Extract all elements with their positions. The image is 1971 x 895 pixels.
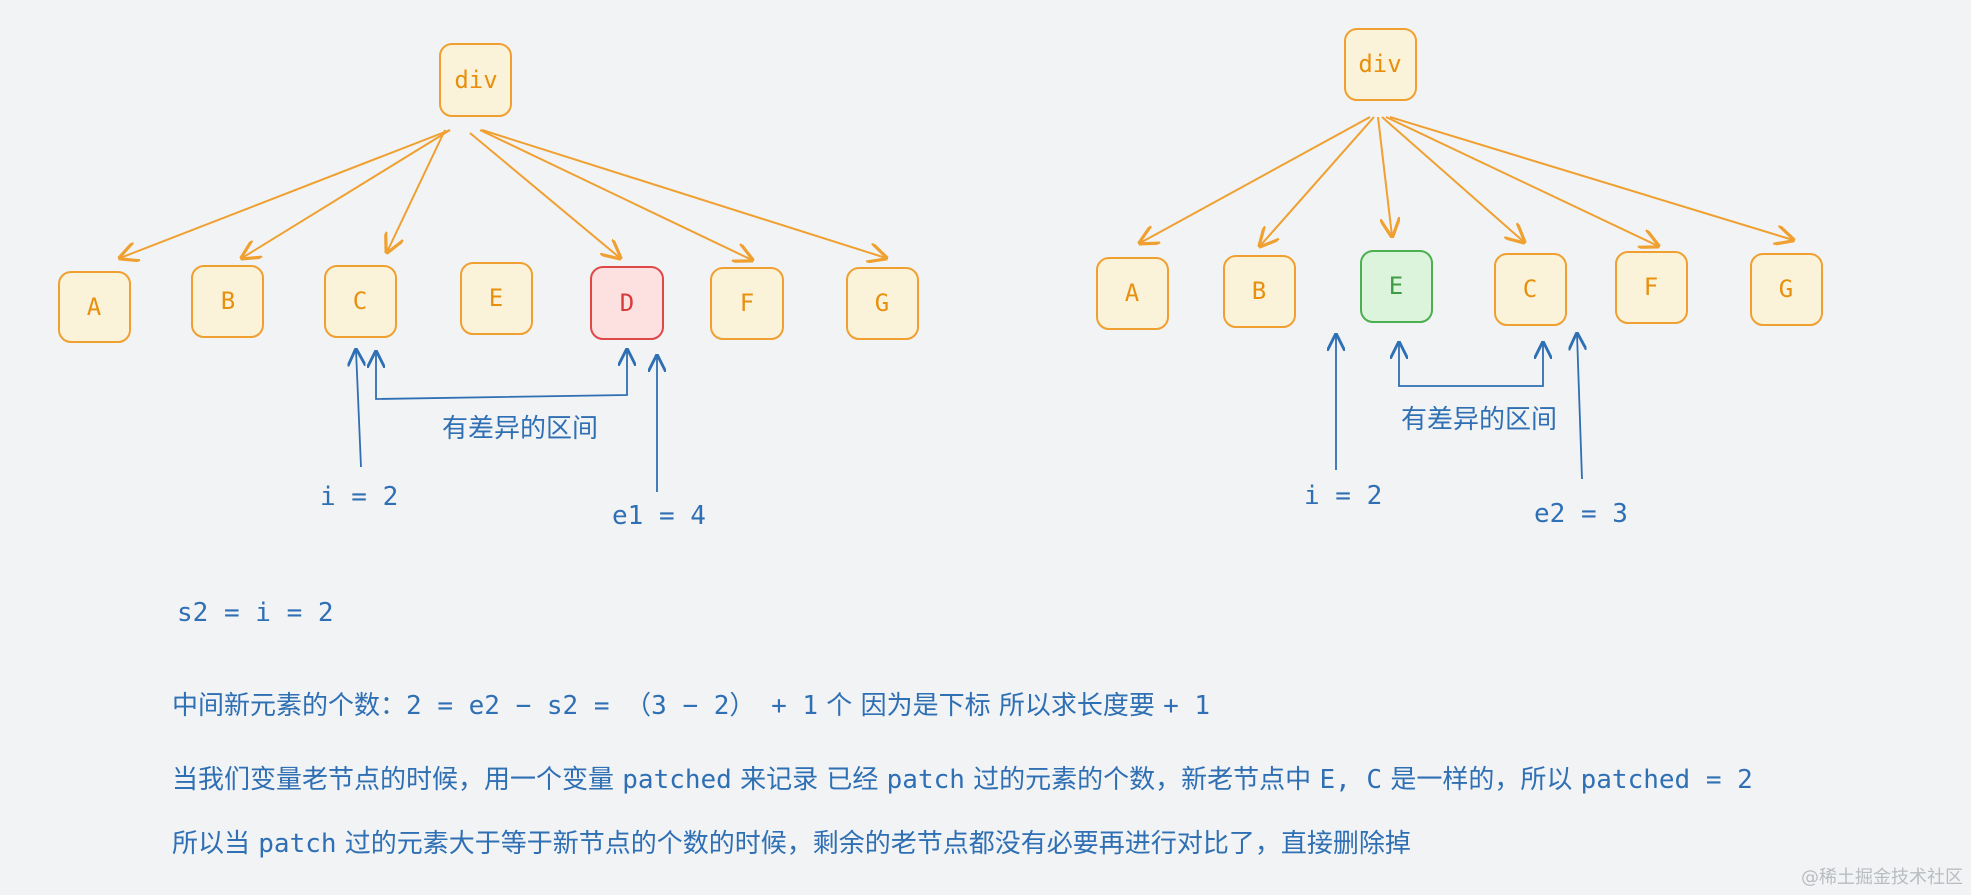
left-edge-a [120,129,451,258]
left-root-label: div [454,66,497,94]
right-edges [1140,116,1793,246]
left-e1-label: e1 = 4 [612,501,706,531]
middle-count-plus: + 1 [1163,691,1211,721]
left-node-f-label: F [740,289,754,317]
line3-code-patched: patched [622,765,732,795]
right-node-f-label: F [1644,273,1658,301]
line4-part-b: 过的元素大于等于新节点的个数的时候，剩余的老节点都没有必要再进行对比了，直接删除… [336,829,1411,859]
left-edge-b [242,129,451,258]
middle-count-line: 中间新元素的个数：2 = e2 − s2 = （3 − 2） + 1 个 因为是… [172,685,1210,722]
left-node-d-removed: D [590,266,664,340]
left-tree: div A B C E D F G [58,43,919,531]
right-e2-pointer-arrow [1577,334,1582,480]
right-edge-c [1381,116,1524,242]
line3-code-patch: patch [886,765,965,795]
left-edge-d [469,132,620,258]
left-node-g: G [846,267,919,340]
line3-part-c: 过的元素的个数，新老节点中 [964,765,1320,795]
line3-code-ec: E, C [1319,765,1383,795]
middle-count-prefix: 中间新元素的个数： [172,691,407,721]
right-root-label: div [1358,50,1401,78]
left-annotations: 有差异的区间 i = 2 e1 = 4 [320,350,706,531]
middle-count-suffix: 个 因为是下标 所以求长度要 [818,691,1164,721]
right-edge-b [1260,116,1375,246]
right-annotations: 有差异的区间 i = 2 e2 = 3 [1304,334,1628,529]
left-node-c-label: C [353,287,367,315]
left-node-c: C [324,265,397,338]
right-node-e-added: E [1360,250,1433,323]
left-i-pointer-arrow [356,350,361,468]
right-node-a: A [1096,257,1169,330]
right-diff-range-label: 有差异的区间 [1401,405,1557,435]
right-edge-a [1140,116,1371,243]
line4-part-a: 所以当 [172,829,259,859]
left-i-label: i = 2 [320,482,398,512]
left-node-e: E [460,262,533,335]
right-node-e-label: E [1389,272,1403,300]
left-edge-c [387,129,446,252]
right-edge-f [1385,116,1658,246]
left-node-e-label: E [489,284,503,312]
line3-part-d: 是一样的，所以 [1382,765,1581,795]
right-e2-label: e2 = 3 [1534,499,1628,529]
right-node-b: B [1223,255,1296,328]
right-edge-g [1389,116,1793,240]
right-root-node: div [1344,28,1417,101]
left-edge-g [481,129,886,258]
left-node-b: B [191,265,264,338]
left-node-a: A [58,271,131,343]
right-node-c: C [1494,253,1567,326]
delete-explanation-line: 所以当 patch 过的元素大于等于新节点的个数的时候，剩余的老节点都没有必要再… [172,823,1411,860]
line4-code-patch: patch [258,829,337,859]
right-node-f: F [1615,251,1688,324]
left-node-f: F [710,267,784,340]
left-diff-range-label: 有差异的区间 [442,414,598,444]
right-node-g: G [1750,253,1823,326]
right-node-b-label: B [1252,277,1266,305]
left-edges [120,129,886,260]
left-node-d-label: D [620,289,634,317]
s2-equation: s2 = i = 2 [177,598,334,628]
patched-explanation-line: 当我们变量老节点的时候，用一个变量 patched 来记录 已经 patch 过… [172,759,1753,796]
right-edge-e [1377,116,1392,236]
right-i-label: i = 2 [1304,481,1382,511]
right-node-c-label: C [1523,275,1537,303]
line3-part-b: 来记录 已经 [731,765,887,795]
right-tree: div A B E C F G 有差异的区间 [1096,28,1823,529]
left-node-b-label: B [221,287,235,315]
right-diff-range-bracket [1399,343,1543,387]
left-diff-range-bracket [376,350,627,400]
line3-part-a: 当我们变量老节点的时候，用一个变量 [172,765,623,795]
middle-count-formula: 2 = e2 − s2 = （3 − 2） + 1 [406,691,819,721]
left-node-g-label: G [875,289,889,317]
left-root-node: div [439,43,512,117]
line3-code-patched-eq: patched = 2 [1580,765,1753,795]
right-node-g-label: G [1779,275,1793,303]
left-node-a-label: A [87,293,102,321]
watermark: @稀土掘金技术社区 [1801,867,1963,888]
left-edge-f [479,129,752,260]
right-node-a-label: A [1125,279,1140,307]
